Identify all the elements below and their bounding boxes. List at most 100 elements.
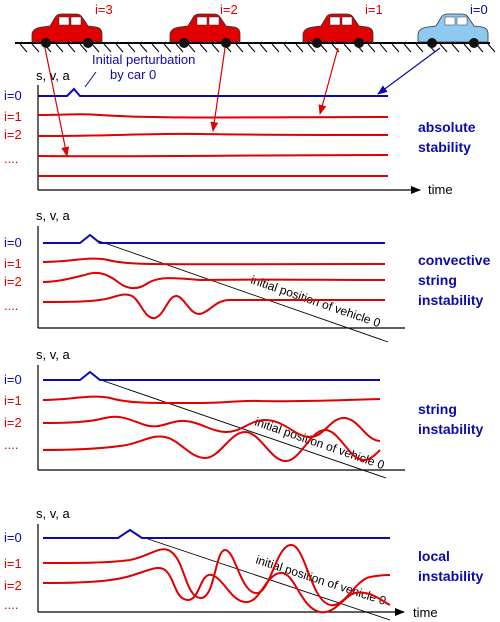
road-hatch [19,43,28,53]
road-hatch [343,43,352,53]
road-hatch [139,43,148,53]
road-hatch [103,43,112,53]
row-label-i2: i=2 [4,127,22,142]
road [15,42,496,53]
road-hatch [271,43,280,53]
road-hatch [415,43,424,53]
road-hatch [403,43,412,53]
panel-title-line1: convective [418,252,491,268]
panel-title-line1: string [418,401,457,417]
car-3-label: i=3 [95,2,113,17]
road-hatch [439,43,448,53]
panel-title-line1: local [418,548,450,564]
panel-title-line2: string [418,272,457,288]
trace-i2 [42,415,381,442]
car-2-label: i=2 [220,2,238,17]
road-hatch [91,43,100,53]
diagonal-vehicle-0 [95,239,389,343]
car-0-pointer [377,47,441,95]
panel-title-line2: instability [418,421,484,437]
road-hatch [391,43,400,53]
car-3-pointer [44,47,70,157]
trace-i1 [42,257,386,266]
trace-i0 [43,233,385,244]
row-label-i2: i=2 [4,578,22,593]
perturbation-label-line2: by car 0 [110,67,156,82]
row-label-more: .... [4,597,18,612]
road-hatch [463,43,472,53]
panel-string-instability: s, v, a i=0 i=1 i=2 .... initial positio… [4,347,484,479]
x-axis-label: time [428,182,453,197]
road-hatch [259,43,268,53]
car-1: i=1 [302,2,383,49]
y-axis-label: s, v, a [36,506,70,521]
row-label-i0: i=0 [4,530,22,545]
row-label-i1: i=1 [4,256,22,271]
road-hatch [67,43,76,53]
trace-i0 [43,528,390,539]
y-axis-label: s, v, a [36,347,70,362]
y-axis-label: s, v, a [36,68,70,83]
road-hatch [115,43,124,53]
road-hatching [19,43,496,53]
road-hatch [211,43,220,53]
trace-i1 [37,113,389,119]
row-label-i2: i=2 [4,415,22,430]
road-hatch [487,43,496,53]
road-hatch [151,43,160,53]
panel-title-line3: instability [418,292,484,308]
panel-title-line2: instability [418,568,484,584]
road-hatch [451,43,460,53]
road-hatch [163,43,172,53]
trace-i2 [42,271,386,290]
road-hatch [31,43,40,53]
road-hatch [79,43,88,53]
trace-i3 [37,154,389,158]
panel-title-line1: absolute [418,119,476,135]
perturbation-pointer [84,71,97,88]
row-label-i0: i=0 [4,235,22,250]
car-0-label: i=0 [470,2,488,17]
road-hatch [127,43,136,53]
road-hatch [283,43,292,53]
road-hatch [379,43,388,53]
row-label-i1: i=1 [4,556,22,571]
car-0: i=0 [417,2,489,49]
road-hatch [187,43,196,53]
trace-i3 [42,293,385,320]
car-3: i=3 [31,2,113,49]
diagonal-label: initial position of vehicle 0 [253,415,387,473]
y-axis-label: s, v, a [36,208,70,223]
panel-local-instability: s, v, a time i=0 i=1 i=2 .... initial po… [4,506,484,621]
trace-i0 [43,370,380,381]
road-hatch [175,43,184,53]
trace-i2 [37,132,389,137]
row-label-more: .... [4,298,18,313]
trace-i1 [42,544,391,607]
row-label-i1: i=1 [4,393,22,408]
road-hatch [235,43,244,53]
road-hatch [247,43,256,53]
panel-convective-instability: s, v, a i=0 i=1 i=2 .... initial positio… [4,208,491,343]
diagonal-label: initial position of vehicle 0 [249,273,383,331]
road-hatch [307,43,316,53]
trace-i3 [42,428,381,463]
road-hatch [199,43,208,53]
trace-i0 [38,87,388,97]
row-label-i0: i=0 [4,88,22,103]
panel-title-line2: stability [418,139,471,155]
car-1-label: i=1 [365,2,383,17]
car-2: i=2 [169,2,241,49]
car-1-pointer [318,47,339,115]
row-label-i2: i=2 [4,274,22,289]
x-axis-label: time [413,605,438,620]
road-hatch [295,43,304,53]
road-hatch [367,43,376,53]
car-2-pointer [210,47,226,132]
panel-absolute-stability: s, v, a time i=0 i=1 i=2 .... absolute s… [4,68,476,197]
perturbation-label-line1: Initial perturbation [92,52,195,67]
trace-i1 [42,395,381,405]
row-label-more: .... [4,151,18,166]
road-hatch [55,43,64,53]
